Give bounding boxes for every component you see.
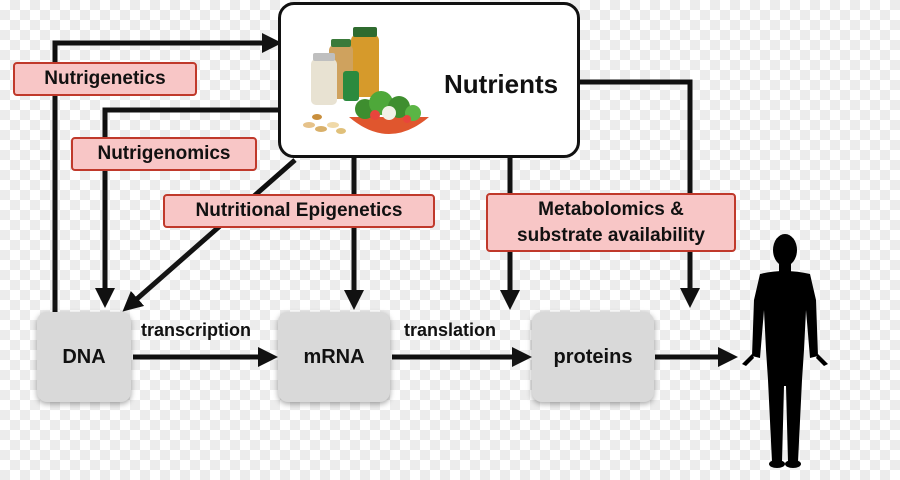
translation-label: translation <box>404 320 497 340</box>
mrna-node: mRNA <box>278 312 390 402</box>
human-silhouette-icon <box>742 234 828 468</box>
nutrients-title: Nutrients <box>444 69 559 99</box>
nutrients-to-human-arrow <box>580 79 700 308</box>
supplements-and-vegetables-icon <box>303 27 429 134</box>
nutrigenomics-arrow <box>95 107 278 308</box>
dna-node: DNA <box>37 312 131 402</box>
metabolomics-label: Metabolomics & substrate availability <box>486 193 736 252</box>
nutrigenetics-arrow <box>52 33 282 312</box>
nutrigenetics-label: Nutrigenetics <box>13 62 197 96</box>
nutrigenomics-label: Nutrigenomics <box>71 137 257 171</box>
nutrients-node: Nutrients <box>278 2 580 158</box>
nutritional-epigenetics-label: Nutritional Epigenetics <box>163 194 435 228</box>
proteins-node: proteins <box>532 312 654 402</box>
epigenetics-arrow <box>122 158 297 312</box>
transcription-label: transcription <box>141 320 252 340</box>
